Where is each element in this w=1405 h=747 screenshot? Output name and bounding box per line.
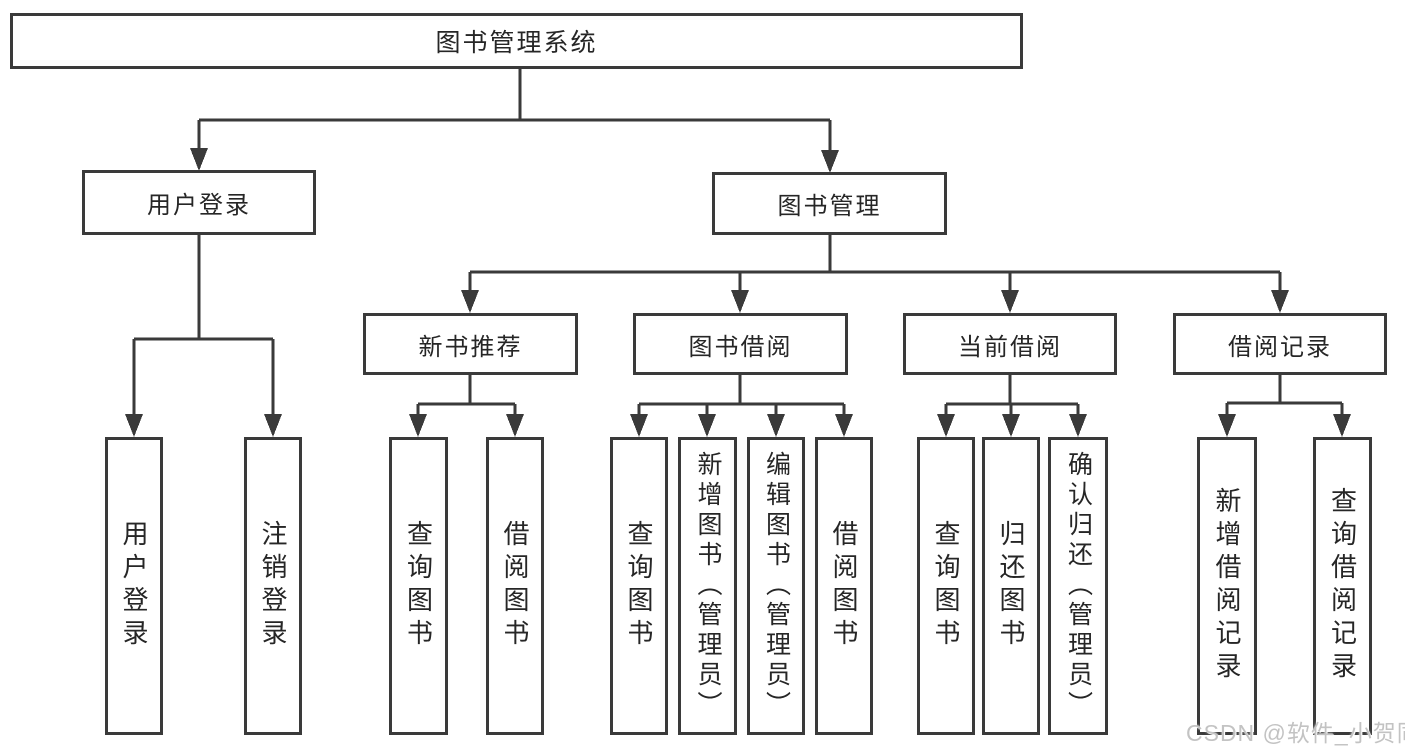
leaf-user-login: 用户登录 xyxy=(105,437,163,735)
node-user-login: 用户登录 xyxy=(82,170,316,235)
leaf-add-borrow-record: 新增借阅记录 xyxy=(1197,437,1257,735)
leaf-confirm-return-admin: 确认归还（管理员） xyxy=(1048,437,1108,735)
watermark: CSDN @软件_小贺同学 xyxy=(1186,720,1405,746)
connector-book-management-branch xyxy=(461,235,1289,313)
connector-book-borrow-branch xyxy=(630,375,853,437)
node-current-borrow: 当前借阅 xyxy=(903,313,1117,375)
leaf-query-borrow-record: 查询借阅记录 xyxy=(1313,437,1372,735)
connector-borrow-records-branch xyxy=(1218,375,1351,437)
node-book-management: 图书管理 xyxy=(712,172,947,235)
connector-new-book-branch xyxy=(409,375,524,437)
leaf-logout: 注销登录 xyxy=(244,437,302,735)
node-book-borrow: 图书借阅 xyxy=(633,313,848,375)
leaf-borrow-books: 借阅图书 xyxy=(486,437,544,735)
leaf-add-book-admin: 新增图书（管理员） xyxy=(678,437,737,735)
node-library-management-system: 图书管理系统 xyxy=(10,13,1023,69)
leaf-borrow-books: 借阅图书 xyxy=(815,437,873,735)
node-new-book-recommend: 新书推荐 xyxy=(363,313,578,375)
leaf-query-books: 查询图书 xyxy=(917,437,975,735)
connector-user-login-branch xyxy=(125,235,282,437)
leaf-query-books: 查询图书 xyxy=(389,437,448,735)
leaf-edit-book-admin: 编辑图书（管理员） xyxy=(747,437,805,735)
connector-current-borrow-branch xyxy=(937,375,1087,437)
connector-root-to-level2 xyxy=(190,69,839,173)
node-borrow-records: 借阅记录 xyxy=(1173,313,1387,375)
leaf-query-books: 查询图书 xyxy=(610,437,668,735)
leaf-return-books: 归还图书 xyxy=(982,437,1040,735)
